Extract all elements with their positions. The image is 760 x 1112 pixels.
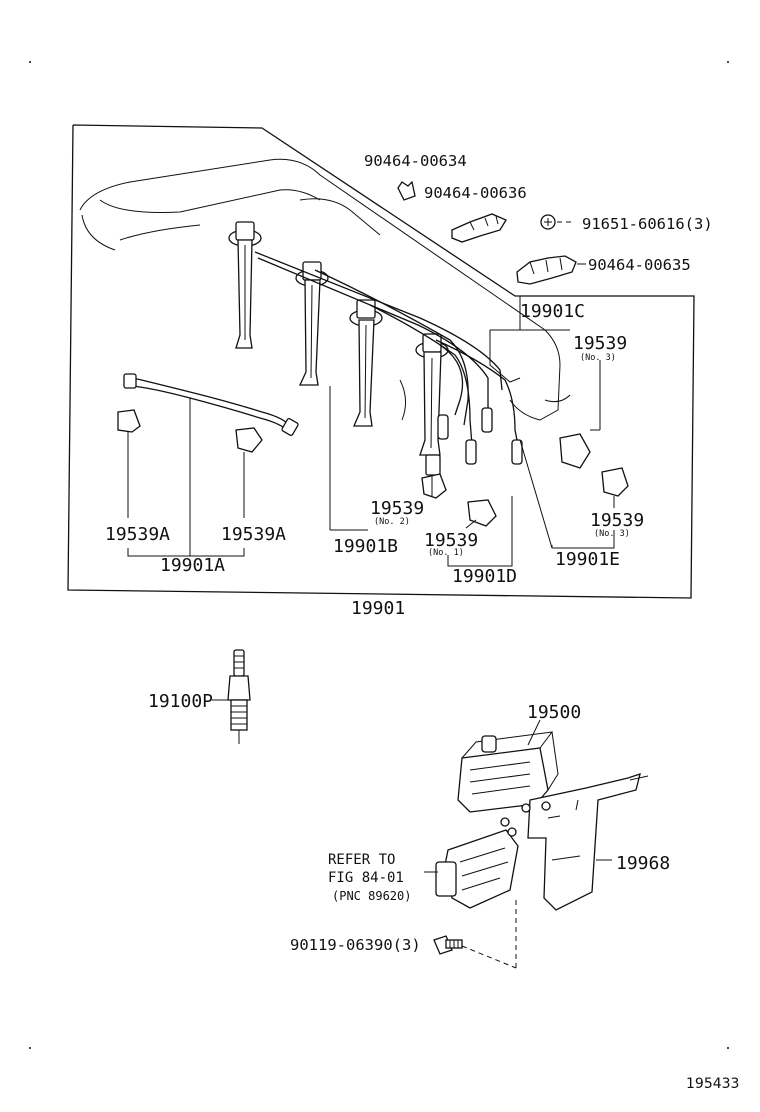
- figure-number: 195433: [686, 1076, 739, 1092]
- label-19901A: 19901A: [160, 555, 225, 576]
- label-90464-00636: 90464-00636: [424, 184, 527, 202]
- label-pnc-ref: (PNC 89620): [332, 889, 411, 903]
- clamp-90464-00635: [516, 255, 586, 285]
- wire-loom: [254, 251, 519, 446]
- leader-lines-upper: [127, 296, 615, 567]
- label-19539A-left: 19539A: [105, 524, 170, 545]
- label-19901E: 19901E: [555, 549, 620, 570]
- label-90464-00634: 90464-00634: [364, 152, 467, 170]
- bolt-90119-06390: [433, 900, 517, 969]
- label-no1: (No. 1): [428, 548, 464, 558]
- label-19901B: 19901B: [333, 536, 398, 557]
- label-19500: 19500: [527, 702, 581, 723]
- ignition-coil-19500: [457, 719, 559, 813]
- label-no2: (No. 2): [374, 517, 410, 527]
- label-fig-ref: FIG 84-01: [328, 870, 404, 886]
- label-no3-bottom: (No. 3): [594, 529, 630, 539]
- label-no3-top: (No. 3): [580, 353, 616, 363]
- label-refer-to: REFER TO: [328, 852, 395, 868]
- label-19968: 19968: [616, 853, 670, 874]
- label-19539A-right: 19539A: [221, 524, 286, 545]
- igniter-89620: [424, 829, 519, 909]
- ignition-wire-tower-3: [349, 299, 383, 427]
- boot-19539A-right: [235, 427, 263, 453]
- coil-bracket-19968: [527, 773, 649, 911]
- ignition-wire-tower-2: [295, 261, 329, 386]
- boot-19539-no1: [467, 499, 497, 527]
- label-19539-no2: 19539: [370, 498, 424, 519]
- boot-19539-no3-top: [559, 433, 591, 469]
- boot-19539A-left: [117, 409, 141, 433]
- label-91651-60616: 91651-60616(3): [582, 215, 713, 233]
- label-19901C: 19901C: [520, 301, 585, 322]
- coil-wire-19901A: [123, 373, 299, 436]
- screws: [500, 801, 551, 837]
- clamp-90464-00634: [397, 180, 416, 201]
- nut-91651-60616: [540, 214, 574, 230]
- label-19539-no3-bottom: 19539: [590, 510, 644, 531]
- boot-19539-no2: [421, 473, 447, 499]
- assembly-frame-19901: [67, 124, 695, 599]
- label-19100P: 19100P: [148, 691, 213, 712]
- spark-plug-19100P: [212, 649, 251, 744]
- label-19539-no1: 19539: [424, 530, 478, 551]
- label-90464-00635: 90464-00635: [588, 256, 691, 274]
- label-19539-no3-top: 19539: [573, 333, 627, 354]
- cylinder-head-cover: [79, 158, 571, 421]
- clamp-90464-00636: [451, 213, 507, 243]
- label-19901: 19901: [351, 598, 405, 619]
- label-90119-06390: 90119-06390(3): [290, 936, 421, 954]
- wire-ends: [425, 407, 523, 476]
- ignition-wire-tower-1: [228, 221, 262, 349]
- label-19901D: 19901D: [452, 566, 517, 587]
- boot-19539-no3-bottom: [601, 467, 629, 497]
- corner-marks: [29, 61, 729, 1049]
- ignition-wire-tower-4: [415, 333, 449, 456]
